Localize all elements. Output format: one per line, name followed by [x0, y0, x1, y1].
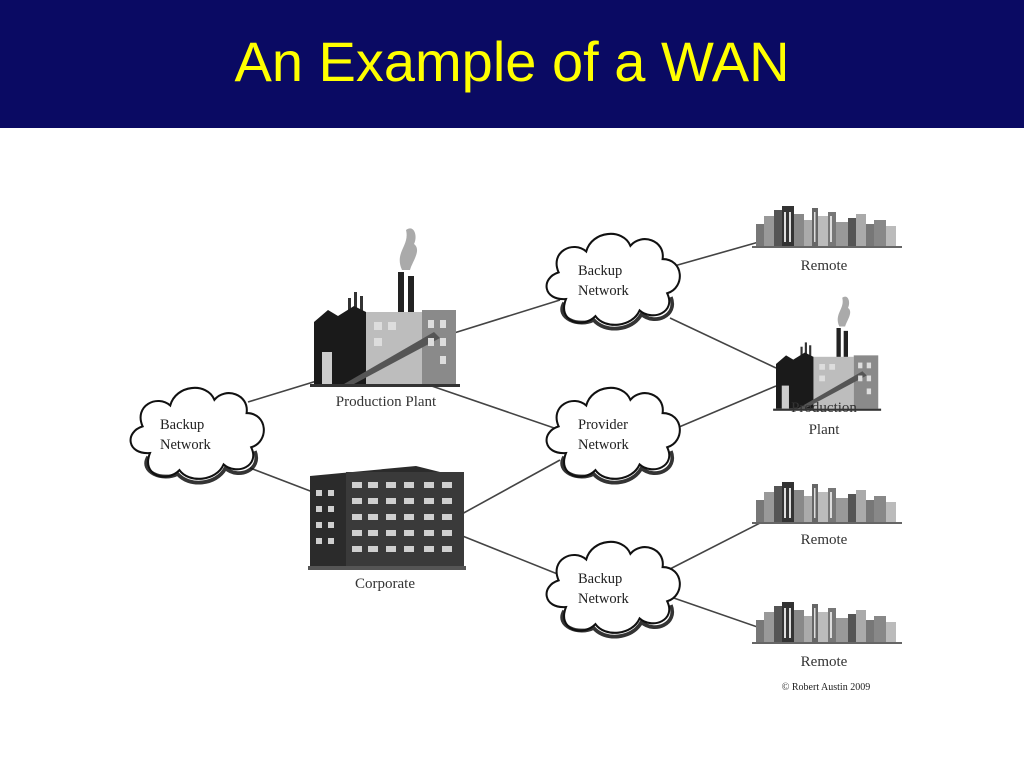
cloud-left-label-line2: Network: [160, 437, 211, 453]
slide-title: An Example of a WAN: [234, 30, 790, 93]
cloud-bottom-backup-network: [544, 539, 682, 639]
cloud-top-backup-network: [544, 231, 682, 331]
cloud-provider-label-line2: Network: [578, 437, 629, 453]
office-building-icon: [308, 466, 466, 570]
remote-middle-label: Remote: [801, 532, 848, 548]
wan-diagram: Backup Network Backup Network Provider N…: [128, 206, 902, 693]
cloud-left-label-line1: Backup: [160, 417, 204, 433]
cloud-left-backup-network: [128, 385, 266, 485]
cloud-provider-network: [544, 385, 682, 485]
cloud-bottom-label-line1: Backup: [578, 571, 622, 587]
city-skyline-icon: [752, 482, 902, 524]
city-skyline-icon: [752, 206, 902, 248]
production-plant-right-label-line2: Plant: [809, 422, 841, 438]
connection-lines: [247, 239, 777, 631]
remote-top-label: Remote: [801, 258, 848, 274]
cloud-top-label-line1: Backup: [578, 263, 622, 279]
corporate-label: Corporate: [355, 576, 415, 592]
production-plant-right-label-line1: Production: [791, 400, 857, 416]
factory-icon: [773, 296, 882, 411]
production-plant-label: Production Plant: [336, 394, 437, 410]
cloud-top-label-line2: Network: [578, 283, 629, 299]
cloud-provider-label-line1: Provider: [578, 417, 628, 433]
city-skyline-icon: [752, 602, 902, 644]
cloud-bottom-label-line2: Network: [578, 591, 629, 607]
title-bar: An Example of a WAN: [0, 0, 1024, 128]
factory-icon: [310, 228, 460, 387]
copyright-notice: © Robert Austin 2009: [782, 682, 870, 693]
remote-bottom-label: Remote: [801, 654, 848, 670]
